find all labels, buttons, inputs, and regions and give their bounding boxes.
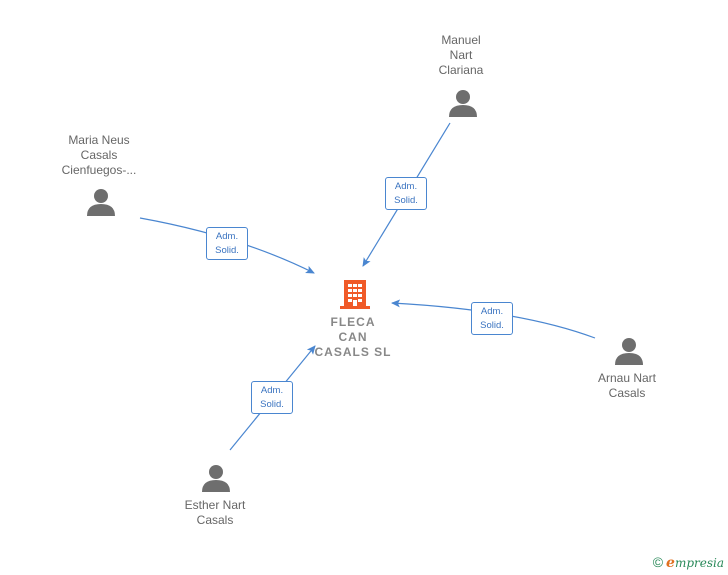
role-badge-manuel[interactable]: Adm. Solid.: [385, 177, 427, 210]
person-name-line: Casals: [80, 148, 118, 162]
person-label-esther[interactable]: Esther Nart Casals: [155, 498, 275, 528]
brand-initial: e: [666, 555, 675, 571]
person-name-line: Casals: [608, 386, 646, 400]
person-name-line: Manuel: [441, 33, 481, 47]
person-icon[interactable]: [201, 463, 231, 493]
person-name-line: Esther Nart: [184, 498, 246, 512]
role-line: Adm.: [215, 231, 239, 242]
person-icon[interactable]: [448, 88, 478, 118]
person-label-maria[interactable]: Maria Neus Casals Cienfuegos-...: [39, 133, 159, 178]
person-icon[interactable]: [614, 336, 644, 366]
person-name-line: Maria Neus: [68, 133, 130, 147]
company-label[interactable]: FLECA CAN CASALS SL: [293, 315, 413, 360]
role-line: Adm.: [480, 306, 504, 317]
role-line: Solid.: [394, 195, 418, 206]
building-icon: [340, 280, 370, 309]
person-label-manuel[interactable]: Manuel Nart Clariana: [401, 33, 521, 78]
role-line: Solid.: [480, 320, 504, 331]
role-line: Solid.: [215, 245, 239, 256]
footer-brand[interactable]: ©empresia: [653, 554, 724, 571]
company-name-line: CAN: [338, 330, 368, 344]
person-label-arnau[interactable]: Arnau Nart Casals: [567, 371, 687, 401]
person-name-line: Casals: [196, 513, 234, 527]
brand-name: mpresia: [674, 556, 724, 570]
copyright-icon: ©: [652, 554, 664, 570]
role-badge-arnau[interactable]: Adm. Solid.: [471, 302, 513, 335]
company-name-line: FLECA: [330, 315, 376, 329]
company-name-line: CASALS SL: [314, 345, 392, 359]
role-line: Adm.: [394, 181, 418, 192]
role-line: Adm.: [260, 385, 284, 396]
person-icon[interactable]: [86, 187, 116, 217]
person-name-line: Clariana: [438, 63, 484, 77]
role-line: Solid.: [260, 399, 284, 410]
role-badge-maria[interactable]: Adm. Solid.: [206, 227, 248, 260]
role-badge-esther[interactable]: Adm. Solid.: [251, 381, 293, 414]
person-name-line: Arnau Nart: [597, 371, 657, 385]
person-name-line: Nart: [449, 48, 473, 62]
person-name-line: Cienfuegos-...: [61, 163, 137, 177]
